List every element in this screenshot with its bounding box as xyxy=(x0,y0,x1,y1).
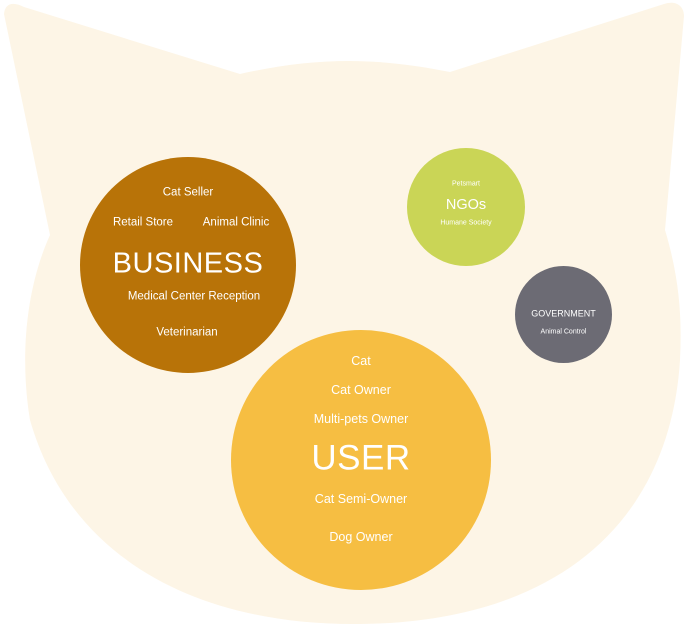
government-item-animal-control: Animal Control xyxy=(540,328,587,336)
business-title: BUSINESS xyxy=(112,247,264,280)
user-item-cat-semi-owner: Cat Semi-Owner xyxy=(314,491,408,506)
ngos-title: NGOs xyxy=(445,196,487,213)
government-title: GOVERNMENT xyxy=(531,308,596,319)
business-item-retail-store: Retail Store xyxy=(112,216,174,229)
business-item-animal-clinic: Animal Clinic xyxy=(202,216,270,229)
government-group: GOVERNMENT Animal Control xyxy=(515,266,612,363)
business-item-medical-center-reception: Medical Center Reception xyxy=(127,290,261,303)
user-item-cat-owner: Cat Owner xyxy=(331,382,391,397)
user-title: USER xyxy=(311,438,411,478)
user-item-multi-pets-owner: Multi-pets Owner xyxy=(313,411,409,426)
business-item-veterinarian: Veterinarian xyxy=(156,326,218,339)
user-group: Cat Cat Owner Multi-pets Owner USER Cat … xyxy=(231,330,491,590)
ngos-group: Petsmart NGOs Humane Society xyxy=(407,148,525,266)
user-item-cat: Cat xyxy=(351,353,371,368)
user-item-dog-owner: Dog Owner xyxy=(329,529,393,544)
business-group: Cat Seller Retail Store Animal Clinic BU… xyxy=(80,157,296,373)
ngos-item-humane-society: Humane Society xyxy=(440,219,492,227)
ngos-item-petsmart: Petsmart xyxy=(451,180,481,188)
business-item-cat-seller: Cat Seller xyxy=(162,186,214,199)
